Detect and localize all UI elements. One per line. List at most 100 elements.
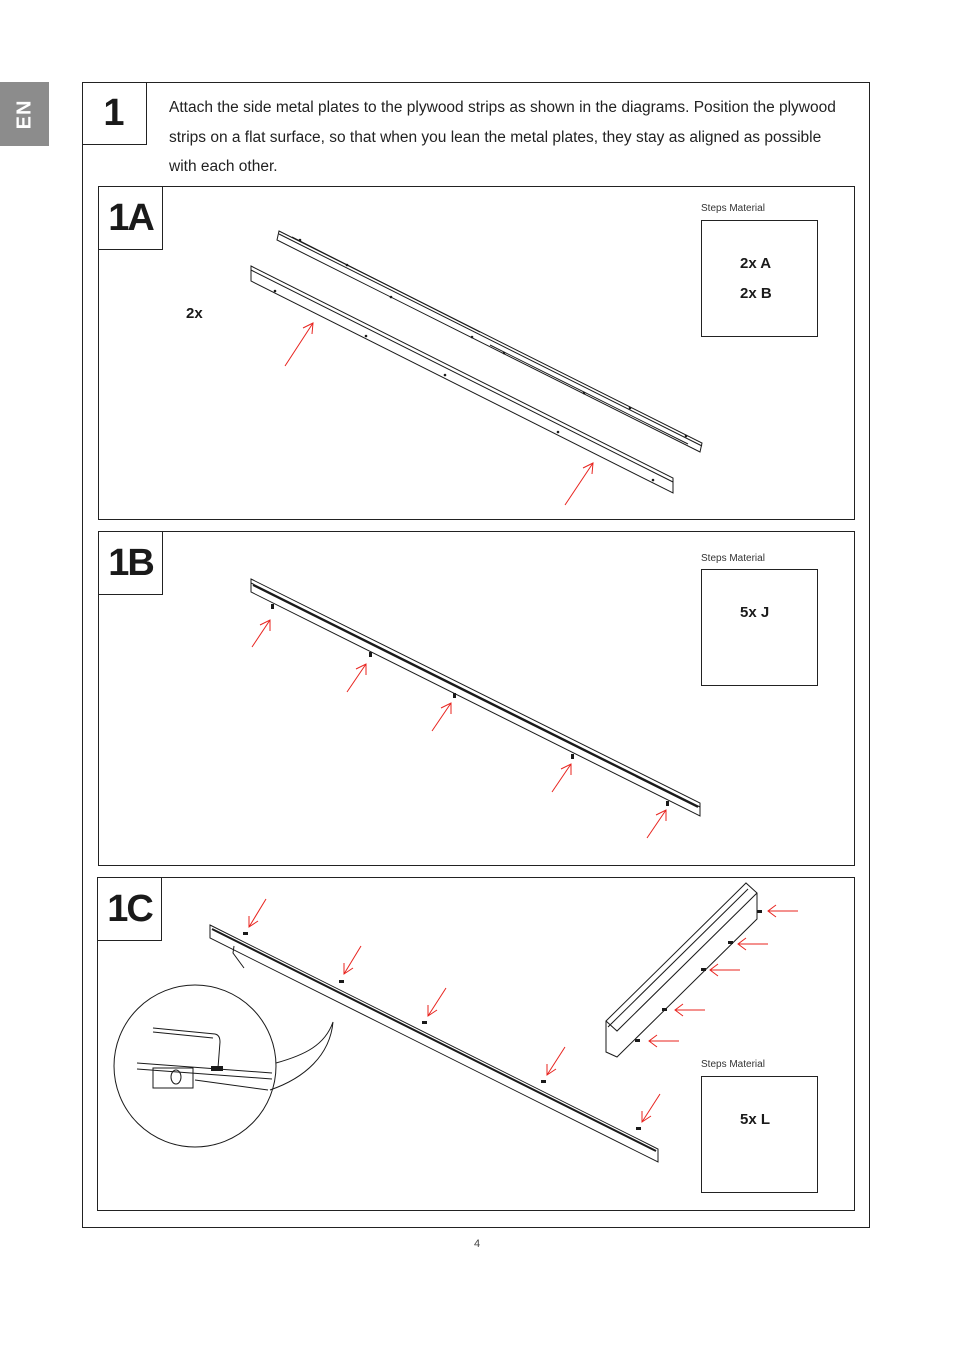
detail-plate-line [136,1068,273,1080]
arrow-red [284,322,314,367]
arrow-head-icon [302,322,314,335]
detail-magnifier-circle [113,984,277,1148]
detail-plate-line [194,1079,269,1091]
arrow-head-icon [641,1111,652,1123]
detail-key-line [152,1031,214,1039]
screw-icon [666,801,669,806]
metal-plate-edge-line [252,584,699,808]
detail-callout-line [269,1021,334,1091]
arrow-red [641,1093,661,1123]
language-tab: EN [0,82,49,146]
arrow-red [564,462,594,506]
arrow-head-icon [582,462,594,475]
arrow-red [343,945,362,975]
screw-icon [339,980,344,983]
hole-dot [273,289,277,293]
panel-1a-label: 1A [99,187,163,250]
arrow-red [427,987,447,1017]
screw-icon [422,1021,427,1024]
arrow-head-icon [248,916,259,928]
screw-icon [571,754,574,759]
screw-icon [541,1080,546,1083]
panel-1c-materials-title: Steps Material [701,1059,765,1070]
arrow-head-icon [674,1003,684,1017]
panel-1c-materials-box: 5x L [701,1076,818,1193]
hole-dot [684,434,688,438]
panel-1c: 1C [97,877,855,1211]
detail-screw-icon [211,1066,223,1071]
screw-icon [701,968,706,971]
metal-plate-outline [605,882,758,1032]
screw-icon [453,693,456,698]
arrow-head-icon [440,702,452,714]
page-number: 4 [473,1238,481,1250]
arrow-red [551,763,572,793]
panel-1b-label: 1B [99,532,163,595]
step-number: 1 [82,82,147,145]
arrow-head-icon [709,963,719,977]
arrow-head-icon [655,809,667,821]
panel-1b-materials-box: 5x J [701,569,818,686]
detail-key-line [152,1027,216,1035]
arrow-red [431,702,452,732]
step-frame [82,82,870,1228]
hole-dot [443,373,447,377]
metal-plate-inner-line [291,236,481,333]
hole-dot [582,391,586,395]
material-item: 2x B [740,285,772,302]
plywood-strip-outline [250,578,701,817]
screw-icon [757,910,762,913]
screw-icon [369,652,372,657]
metal-plate-inner-line [489,344,689,445]
detail-plate-line [136,1062,273,1074]
arrow-head-icon [737,937,747,951]
hole-dot [298,238,302,242]
panel-1b: 1B [98,531,855,866]
arrow-head-icon [355,663,367,675]
arrow-red [251,619,271,648]
panel-1a-quantity: 2x [186,305,203,322]
arrow-head-icon [767,904,777,918]
hole-dot [345,263,349,267]
detail-bracket [152,1067,194,1089]
screw-icon [243,932,248,935]
hole-dot [389,295,393,299]
plywood-strip-outline [250,265,674,494]
metal-plate-edge-line [607,888,749,1028]
hole-dot [651,478,655,482]
arrow-red [248,898,267,928]
step-instruction: Attach the side metal plates to the plyw… [169,99,836,175]
screw-icon [271,604,274,609]
material-item: 5x L [740,1111,771,1128]
screw-icon [728,941,733,944]
plywood-strip-outline [209,924,659,1163]
arrow-red [646,809,667,839]
metal-plate-edge-line [278,233,703,447]
detail-hole-icon [170,1069,182,1085]
screw-icon [635,1039,640,1042]
arrow-head-icon [546,1064,557,1076]
hole-dot [364,334,368,338]
arrow-head-icon [259,619,271,631]
panel-1c-label: 1C [98,878,162,941]
material-item: 2x A [740,255,772,272]
screw-icon [662,1008,667,1011]
allen-key-icon [214,1033,221,1069]
panel-1a-materials-title: Steps Material [701,203,765,214]
arrow-head-icon [648,1034,658,1048]
metal-plate-outline [605,893,758,1058]
arrow-head-icon [560,763,572,775]
metal-plate-edge-line [211,928,657,1152]
arrow-head-icon [343,963,354,975]
panel-1a-materials-box: 2x A 2x B [701,220,818,337]
metal-plate-outline [276,230,703,453]
allen-key-icon [232,945,245,969]
hole-dot [502,351,506,355]
material-item: 5x J [740,604,770,621]
hole-dot [628,406,632,410]
arrow-head-icon [427,1005,438,1017]
panel-1a: 1A [98,186,855,520]
